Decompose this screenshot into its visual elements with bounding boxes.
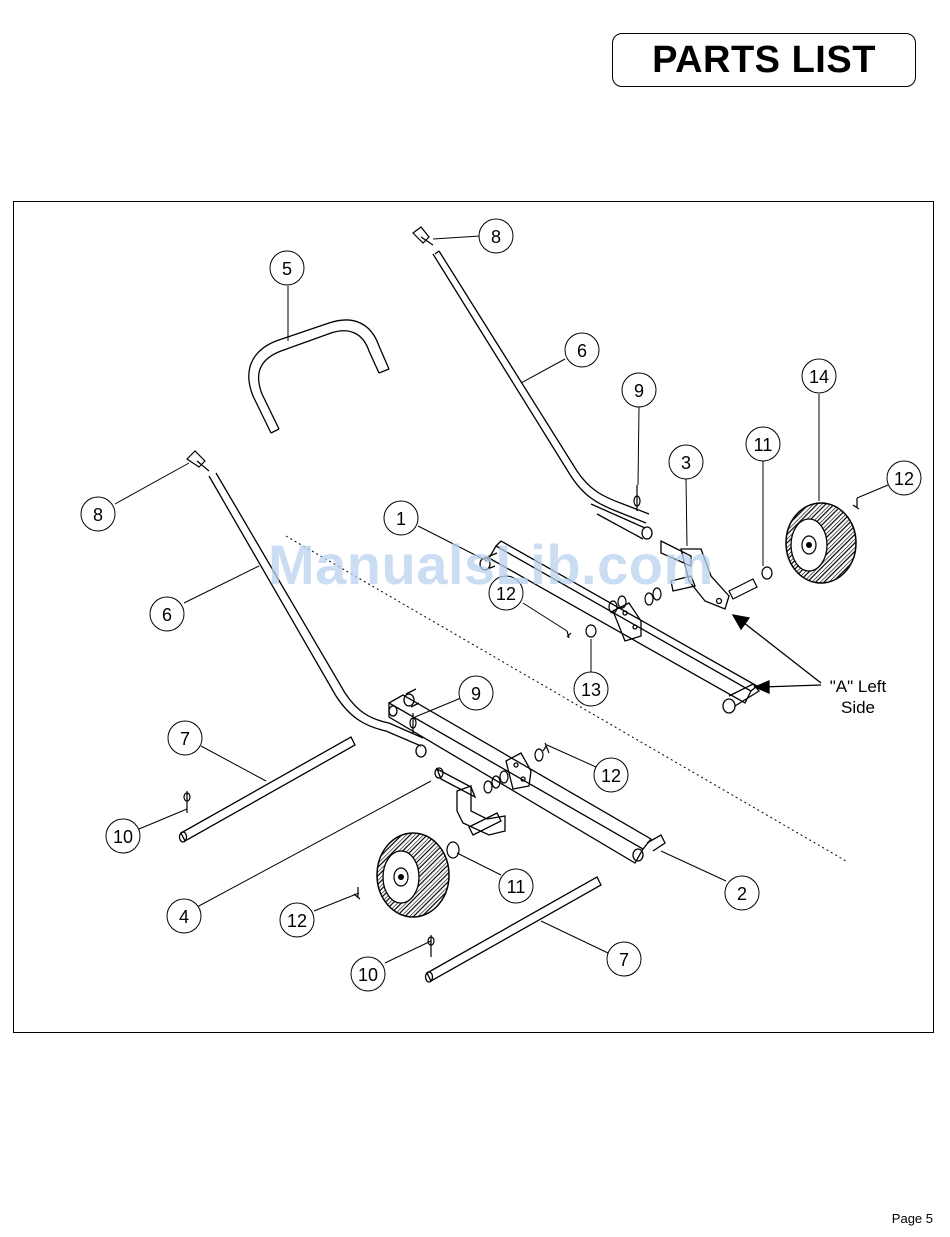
part-14-wheel-lower — [377, 833, 449, 917]
part-5-handle-crossbar — [249, 320, 389, 433]
note-left-side-line1: "A" Left — [830, 677, 887, 696]
callout-8-lower: 8 — [93, 505, 103, 525]
callout-8-upper: 8 — [491, 227, 501, 247]
callout-5: 5 — [282, 259, 292, 279]
callout-7-right: 7 — [619, 950, 629, 970]
part-8-wing-screw-upper — [413, 227, 433, 245]
part-7-rod-left — [180, 737, 356, 842]
callout-6-upper: 6 — [577, 341, 587, 361]
note-left-side-line2: Side — [841, 698, 875, 717]
watermark: ManualsLib.com — [268, 532, 714, 597]
exploded-parts-diagram: 8 5 6 9 3 11 14 12 1 12 13 8 6 9 7 10 12… — [13, 201, 934, 1033]
callout-9-upper: 9 — [634, 381, 644, 401]
part-12-clip-lower-left — [354, 887, 360, 899]
callout-11-lower: 11 — [507, 877, 526, 897]
callout-11-upper: 11 — [754, 435, 773, 455]
callout-6-lower: 6 — [162, 605, 172, 625]
callout-3: 3 — [681, 453, 691, 473]
callout-2: 2 — [737, 884, 747, 904]
part-8-wing-screw-lower — [187, 451, 209, 471]
callout-14: 14 — [809, 367, 829, 387]
part-11-spacer-lower — [447, 842, 459, 858]
page-title-box: PARTS LIST — [612, 33, 916, 87]
callout-4: 4 — [179, 907, 189, 927]
callouts — [81, 219, 921, 991]
callout-12-lower-left: 12 — [287, 911, 307, 931]
part-9-pin-upper — [634, 485, 640, 511]
part-10-clip-right — [428, 935, 434, 957]
part-6-handle-tube-upper — [433, 251, 652, 539]
note-arrows — [733, 615, 821, 693]
callout-9-lower: 9 — [471, 684, 481, 704]
callout-7-left: 7 — [180, 729, 190, 749]
part-11-spacer-upper — [729, 567, 772, 599]
callout-1: 1 — [396, 509, 406, 529]
page-title: PARTS LIST — [652, 39, 876, 82]
callout-12-lower-right: 12 — [601, 766, 621, 786]
callout-13: 13 — [581, 680, 601, 700]
callout-10-right: 10 — [358, 965, 378, 985]
part-12-washers-lower — [484, 743, 549, 793]
diagram-drawing: 8 5 6 9 3 11 14 12 1 12 13 8 6 9 7 10 12… — [14, 202, 935, 1034]
part-12-clip-upper-right — [853, 498, 859, 509]
callout-10-left: 10 — [113, 827, 133, 847]
part-14-wheel-upper — [786, 503, 856, 583]
callout-12-upper-right: 12 — [894, 469, 914, 489]
page-number: Page 5 — [892, 1211, 933, 1226]
part-4-wheel-bracket-lower — [435, 768, 505, 835]
